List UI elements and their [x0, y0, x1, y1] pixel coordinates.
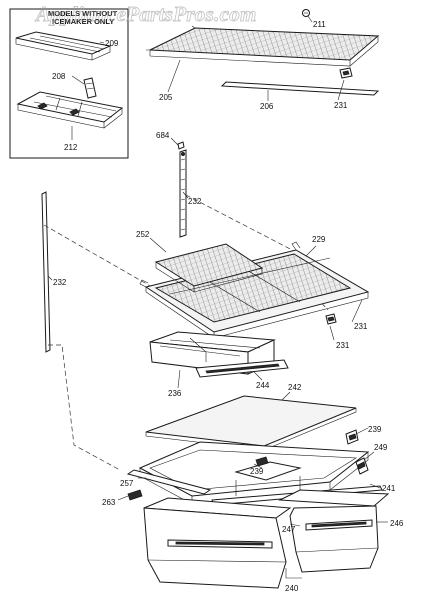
inset-title-line1: MODELS WITHOUT: [48, 9, 118, 18]
label-206: 206: [260, 102, 274, 111]
label-239b: 239: [250, 467, 264, 476]
label-231c: 231: [336, 341, 350, 350]
screw-211: [302, 9, 310, 17]
middle-glass-shelf: [139, 241, 370, 339]
inset-box: MODELS WITHOUT ICEMAKER ONLY 209 208 21: [9, 8, 129, 159]
label-241a: 241: [382, 484, 396, 493]
label-231a: 231: [334, 101, 348, 110]
label-212: 212: [64, 143, 78, 152]
slide-rail-257: [126, 469, 212, 495]
crisper-drawer-left: [143, 497, 292, 589]
top-glass-shelf: [146, 25, 380, 67]
roller-263: [127, 489, 143, 501]
label-211: 211: [313, 20, 326, 29]
inset-upper-shelf: [15, 31, 112, 61]
label-247: 247: [282, 525, 296, 534]
shelf-cover-252: [154, 243, 264, 293]
watermark: AppliancePartsPros.com: [34, 2, 257, 26]
label-232a: 232: [188, 197, 202, 206]
crisper-cover-glass: [145, 395, 357, 451]
inset-title-line2: ICEMAKER ONLY: [52, 17, 114, 26]
clip-231a: [339, 67, 353, 79]
label-205: 205: [159, 93, 173, 102]
inset-clip: [83, 77, 97, 99]
label-236: 236: [168, 389, 182, 398]
ladder-rail: [179, 149, 187, 238]
screw-684: [177, 141, 185, 150]
left-side-rail: [41, 191, 51, 353]
drawer-front-244: [195, 359, 289, 378]
label-242: 242: [288, 383, 302, 392]
label-209: 209: [105, 39, 119, 48]
crisper-drawer-right: [278, 489, 390, 573]
label-232b: 232: [53, 278, 67, 287]
label-229: 229: [312, 235, 326, 244]
label-240: 240: [285, 584, 299, 593]
label-263: 263: [102, 498, 116, 507]
label-684: 684: [156, 131, 170, 140]
label-231b: 231: [354, 322, 368, 331]
label-239a: 239: [368, 425, 382, 434]
shelf-trim-strip: [220, 81, 380, 96]
clip-239-right: [345, 429, 359, 445]
label-249: 249: [374, 443, 388, 452]
label-244: 244: [256, 381, 270, 390]
label-208: 208: [52, 72, 66, 81]
label-257: 257: [120, 479, 134, 488]
clip-231c: [325, 313, 337, 325]
label-252: 252: [136, 230, 150, 239]
clip-249: [355, 457, 369, 475]
label-246: 246: [390, 519, 404, 528]
inset-lower-shelf: [16, 91, 124, 129]
